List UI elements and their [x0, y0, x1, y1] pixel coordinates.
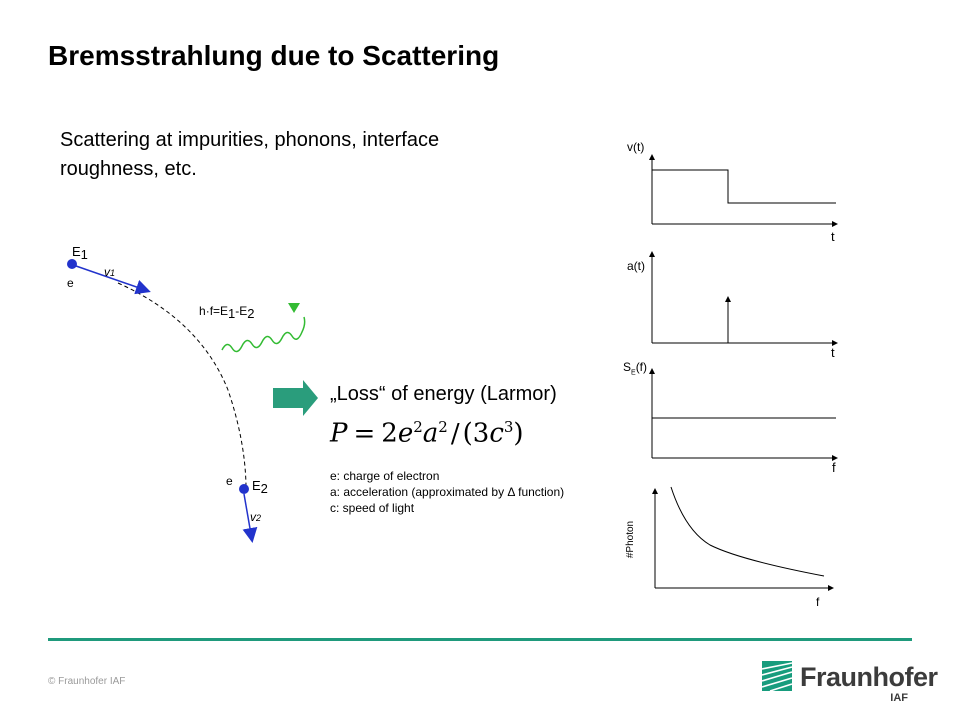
photon-label-dot: ·	[205, 304, 210, 318]
photon-x-arrowhead	[828, 585, 834, 591]
sef-ylabel-rest: (f)	[635, 360, 648, 374]
legend-item: c: speed of light	[330, 501, 415, 515]
logo-subtext: IAF	[890, 692, 908, 704]
e2-label-sub: 2	[260, 481, 268, 496]
result-arrow	[273, 380, 318, 416]
photon-arrowhead	[288, 303, 300, 313]
formula-eq: =	[353, 418, 376, 449]
photon-curve	[670, 486, 825, 577]
fraunhofer-logo-mark	[761, 661, 793, 692]
vt-x-arrowhead	[832, 221, 838, 227]
photon-y-arrowhead	[652, 488, 658, 494]
legend-item: e: charge of electron	[330, 469, 440, 483]
at-ylabel: a(t)	[627, 259, 645, 273]
formula-three: 3	[472, 418, 490, 449]
formula-legend: e: charge of electron a: acceleration (a…	[330, 468, 564, 516]
v2-label-sub: 2	[256, 513, 262, 523]
formula-e: e	[397, 418, 414, 449]
at-delta-arrowhead	[725, 296, 731, 302]
sef-ylabel-sub: E	[631, 369, 636, 377]
electron-2-dot	[239, 484, 249, 494]
loss-of-energy-text: „Loss“ of energy (Larmor)	[330, 383, 557, 405]
photon-wave	[221, 316, 306, 353]
electron-2-label: e	[226, 474, 233, 488]
sef-xlabel: f	[832, 460, 836, 475]
larmor-formula: P=2e2a2/(3c3)	[330, 418, 524, 449]
velocity-2-arrow	[242, 493, 258, 543]
at-x-arrowhead	[832, 340, 838, 346]
footer-divider	[48, 638, 912, 641]
logo-text: Fraunhofer	[800, 662, 938, 692]
photon-xlabel: f	[816, 595, 820, 609]
e1-label: E1	[72, 244, 88, 262]
formula-exp2b: 2	[438, 418, 448, 436]
formula-slash: /	[450, 418, 460, 449]
formula-coef: 2	[381, 418, 398, 449]
e2-label: E2	[252, 478, 268, 496]
photon-label-sub2: 2	[247, 306, 255, 321]
vt-y-arrowhead	[649, 154, 655, 160]
v2-label: v2	[250, 510, 261, 524]
formula-c: c	[489, 418, 504, 449]
velocity-1-arrow	[75, 265, 151, 295]
v1-label-base: v	[104, 265, 110, 279]
e2-label-base: E	[252, 478, 261, 493]
sef-x-arrowhead	[832, 455, 838, 461]
vt-curve	[652, 169, 836, 204]
sef-ylabel: SE(f)	[623, 360, 647, 376]
photon-ylabel: #Photon	[625, 520, 637, 559]
electron-1-dot	[67, 259, 77, 269]
fraunhofer-logo: Fraunhofer IAF	[760, 660, 938, 710]
formula-open: (	[462, 418, 473, 449]
e1-label-base: E	[72, 244, 81, 259]
vt-xlabel: t	[831, 229, 835, 244]
legend-item: a: acceleration (approximated by Δ funct…	[330, 485, 565, 499]
slide-title: Bremsstrahlung due to Scattering	[48, 40, 500, 71]
v1-label-sub: 1	[110, 268, 116, 278]
formula-exp3: 3	[503, 418, 514, 436]
formula-a: a	[422, 418, 439, 449]
electron-trajectory	[117, 282, 247, 486]
formula-exp2a: 2	[413, 418, 423, 436]
electron-1-label: e	[67, 276, 74, 290]
slide-subtitle: Scattering at impurities, phonons, inter…	[60, 129, 440, 180]
sef-ylabel-base: S	[623, 360, 632, 374]
at-xlabel: t	[831, 345, 835, 360]
photon-label-h: h	[199, 304, 206, 318]
sef-y-arrowhead	[649, 368, 655, 374]
photon-label-f: f=E	[209, 304, 229, 318]
at-y-arrowhead	[649, 251, 655, 257]
photon-label-minus: -E	[235, 304, 248, 318]
formula-close: )	[513, 418, 524, 449]
e1-label-sub: 1	[80, 247, 88, 262]
v1-label: v1	[104, 265, 115, 279]
photon-energy-label: h·f=E1-E2	[199, 303, 255, 321]
vt-ylabel: v(t)	[627, 140, 645, 154]
photon-label-sub1: 1	[228, 306, 236, 321]
v2-label-base: v	[250, 510, 256, 524]
copyright-text: © Fraunhofer IAF	[48, 676, 126, 687]
formula-p: P	[330, 418, 348, 449]
